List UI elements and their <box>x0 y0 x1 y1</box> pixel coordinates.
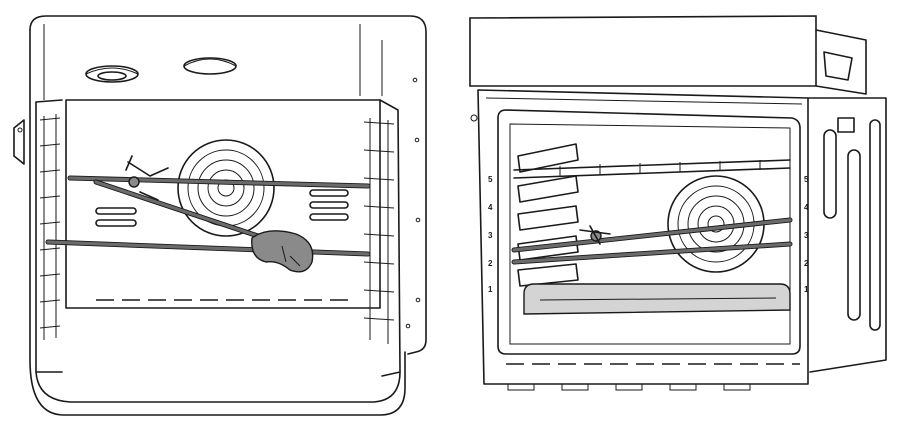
left-top-lamp-inner <box>97 71 127 81</box>
shelf-level-labels: 5 4 3 2 1 5 4 3 2 1 <box>488 175 809 294</box>
left-mount-holes <box>17 77 421 329</box>
shelf-level-1: 1 <box>488 285 493 294</box>
left-oven-cavity <box>13 15 427 416</box>
right-oven: 5 4 3 2 1 5 4 3 2 1 <box>469 15 887 391</box>
left-meat-joint <box>251 230 314 273</box>
right-rear-vent <box>823 51 853 81</box>
right-top-box-side <box>815 29 867 95</box>
left-opening-bottom <box>35 371 401 403</box>
right-side-panel <box>807 97 887 373</box>
shelf-level-5: 5 <box>488 175 493 184</box>
shelf-level-5-right: 5 <box>804 175 809 184</box>
right-frame-top-edge <box>485 97 803 105</box>
left-top-vent <box>183 57 237 75</box>
right-tray-rim <box>539 297 777 301</box>
left-spit-handle <box>128 176 140 188</box>
right-bottom-feet <box>507 383 751 391</box>
left-slot-vents <box>95 189 349 227</box>
right-rotisserie-spit <box>511 217 793 265</box>
shelf-level-4-right: 4 <box>804 203 809 212</box>
right-control-panel <box>469 15 817 87</box>
shelf-level-4: 4 <box>488 203 493 212</box>
left-top-rims <box>85 58 237 75</box>
left-cavity-back <box>65 99 381 309</box>
right-cavity-inner <box>509 123 791 345</box>
right-shelf-supports <box>517 143 579 287</box>
left-front-frame <box>29 29 406 416</box>
shelf-level-3: 3 <box>488 231 493 240</box>
shelf-level-3-right: 3 <box>804 231 809 240</box>
right-wire-grid <box>513 159 791 179</box>
shelf-level-2: 2 <box>488 259 493 268</box>
left-rotisserie-spit <box>45 155 371 273</box>
left-outer-casing <box>29 15 427 355</box>
left-side-edges <box>43 24 383 100</box>
left-opening-left <box>35 99 63 373</box>
left-opening-right <box>379 99 401 377</box>
right-front-frame <box>477 89 809 385</box>
left-spit-fork <box>125 155 169 201</box>
shelf-level-1-right: 1 <box>804 285 809 294</box>
shelf-level-2-right: 2 <box>804 259 809 268</box>
left-fan-guard <box>177 139 275 237</box>
left-side-runners <box>39 114 395 344</box>
right-side-slots <box>823 117 881 331</box>
right-hinge-screw <box>470 114 478 122</box>
right-cavity-opening <box>497 109 801 355</box>
left-meat-detail <box>281 245 301 267</box>
left-hinge-bracket <box>13 119 25 165</box>
